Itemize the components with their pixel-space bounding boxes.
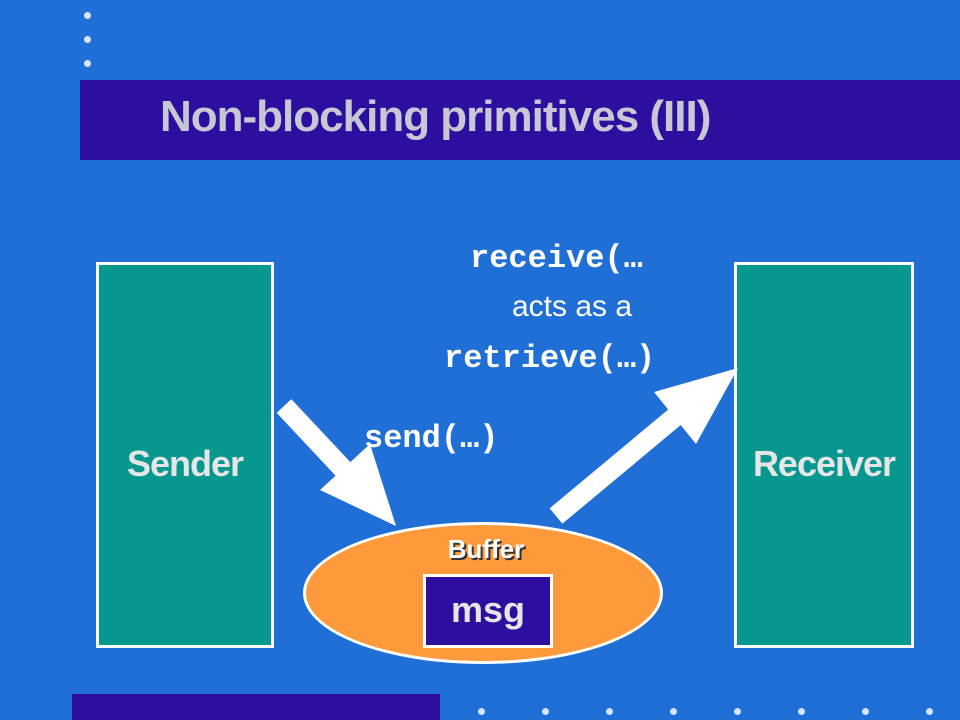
sender-label: Sender: [126, 443, 244, 484]
receive-call-label: receive(…: [470, 240, 643, 277]
receiver-label: Receiver: [752, 443, 896, 484]
decor-dot: [542, 708, 549, 715]
decor-dot: [798, 708, 805, 715]
send-arrow: [276, 399, 396, 526]
sender-box: Sender: [96, 262, 274, 648]
slide-title: Non-blocking primitives (III): [160, 92, 711, 141]
decor-dot: [926, 708, 933, 715]
receiver-box: Receiver: [734, 262, 914, 648]
title-bar: [80, 80, 960, 160]
decor-dot: [478, 708, 485, 715]
decor-dot: [670, 708, 677, 715]
decor-dot: [734, 708, 741, 715]
send-call-label: send(…): [364, 420, 499, 457]
retrieve-call-label: retrieve(…): [444, 340, 656, 377]
buffer-label: Buffer: [447, 534, 525, 564]
acts-as-label: acts as a: [512, 290, 633, 323]
decor-dot: [84, 36, 91, 43]
decor-dot: [862, 708, 869, 715]
decor-dot: [84, 12, 91, 19]
retrieve-arrow: [549, 368, 738, 524]
decor-dot: [606, 708, 613, 715]
footer-bar: [72, 694, 440, 720]
message-box: msg: [423, 574, 553, 648]
decor-dot: [84, 60, 91, 67]
